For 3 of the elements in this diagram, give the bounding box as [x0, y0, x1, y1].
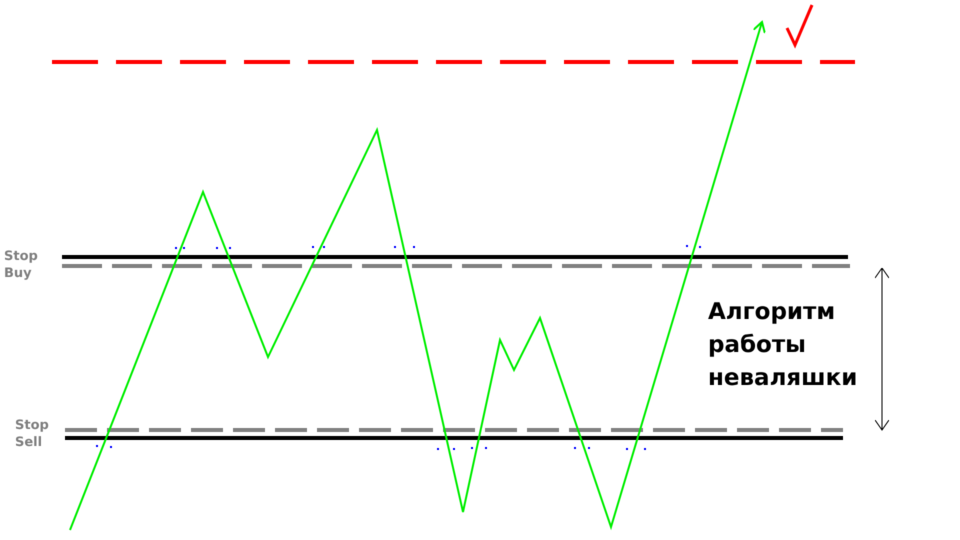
stop-sell-label: Stop Sell [15, 417, 50, 451]
stop-buy-label: Stop Buy [4, 248, 39, 282]
title-text: Алгоритм работы неваляшки [708, 298, 858, 393]
